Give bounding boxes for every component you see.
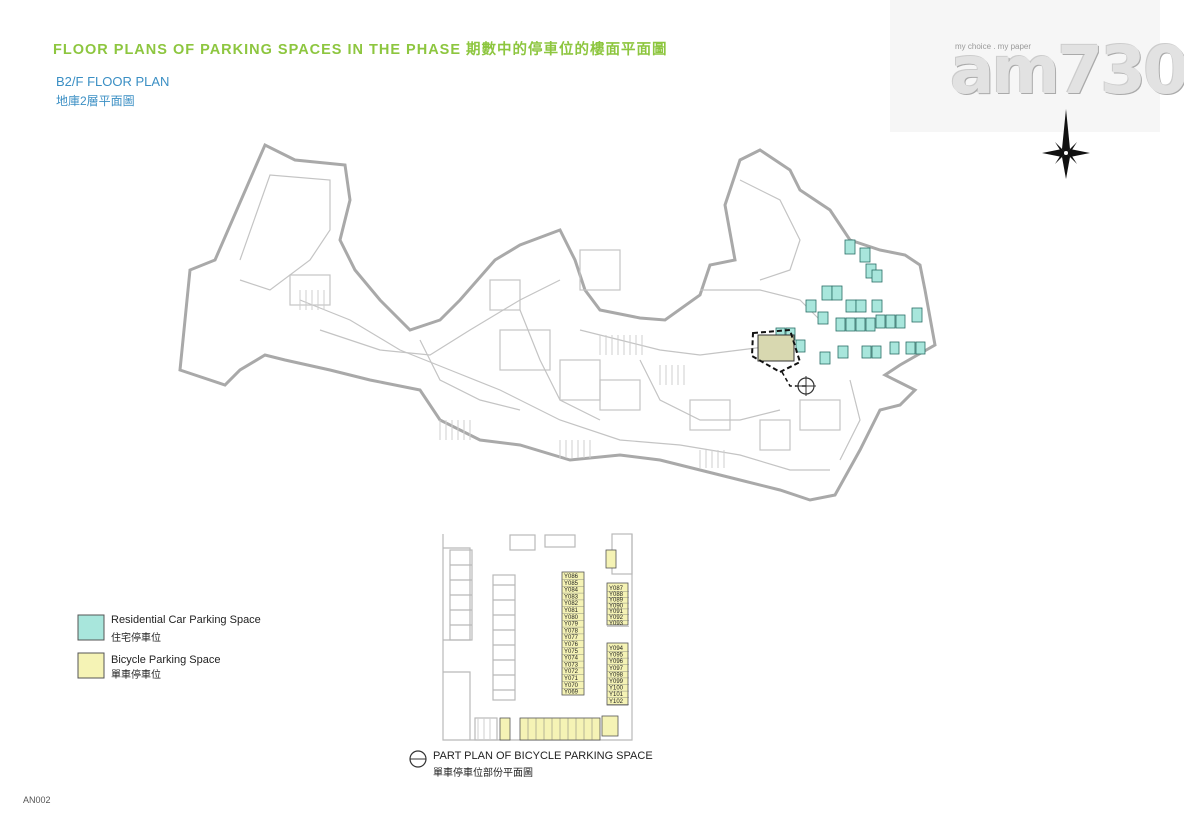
- part-plan-caption-zh: 單車停車位部份平面圖: [433, 768, 533, 779]
- bicycle-space-label: Y087: [609, 586, 624, 592]
- bicycle-space-label: Y076: [564, 642, 579, 648]
- page-title: FLOOR PLANS OF PARKING SPACES IN THE PHA…: [53, 42, 668, 58]
- legend-bicycle-label: Bicycle Parking Space: [111, 654, 221, 666]
- bicycle-space-label: Y094: [609, 646, 624, 652]
- bicycle-space-label: Y102: [609, 699, 624, 705]
- legend-swatch-bicycle: [77, 652, 105, 679]
- floor-plan-label-zh: 地庫2層平面圖: [56, 94, 135, 108]
- bicycle-space-label: Y083: [564, 594, 579, 600]
- logo-tagline: my choice . my paper: [955, 42, 1032, 51]
- bicycle-space-label: Y090: [609, 603, 624, 609]
- bicycle-space-label: Y084: [564, 588, 579, 594]
- bicycle-space-label: Y072: [564, 669, 579, 675]
- bicycle-space-label: Y086: [564, 574, 579, 580]
- bicycle-space-label: Y101: [609, 692, 624, 698]
- bicycle-area-marker: [750, 328, 806, 387]
- legend-bicycle-label-zh: 單車停車位: [111, 670, 161, 681]
- bicycle-labels-col1: Y086Y085Y084Y083Y082Y081Y080Y079Y078Y077…: [562, 574, 584, 696]
- bicycle-space-label: Y091: [609, 609, 624, 615]
- legend-swatch-residential: [77, 614, 105, 641]
- bicycle-space-label: Y075: [564, 649, 579, 655]
- bicycle-space-label: Y093: [609, 621, 624, 627]
- legend-residential-label: Residential Car Parking Space: [111, 614, 261, 626]
- residential-parking-spaces: [775, 239, 926, 365]
- bicycle-space-label: Y079: [564, 622, 579, 628]
- bicycle-space-lines: [527, 718, 593, 740]
- bicycle-space-label: Y070: [564, 683, 579, 689]
- bicycle-space-label: Y073: [564, 662, 579, 668]
- logo-text: am730: [950, 32, 1184, 109]
- part-plan-hatching: [477, 718, 491, 740]
- internal-structure: [239, 174, 861, 471]
- bicycle-space-label: Y095: [609, 653, 624, 659]
- bicycle-space-label: Y069: [564, 690, 579, 696]
- bicycle-space-label: Y088: [609, 592, 624, 598]
- bicycle-space-label: Y078: [564, 628, 579, 634]
- bicycle-space-label: Y081: [564, 608, 579, 614]
- bicycle-space-label: Y071: [564, 676, 579, 682]
- floor-plan-label: B2/F FLOOR PLAN: [56, 74, 170, 89]
- bicycle-space-label: Y085: [564, 581, 579, 587]
- bicycle-space-label: Y074: [564, 656, 579, 662]
- bicycle-space-label: Y077: [564, 635, 579, 641]
- section-marker-icon: [409, 750, 427, 768]
- parking-stall-hatching: [299, 290, 725, 468]
- part-plan-caption: PART PLAN OF BICYCLE PARKING SPACE: [433, 750, 653, 762]
- bicycle-space-label: Y096: [609, 659, 624, 665]
- bicycle-space-label: Y097: [609, 666, 624, 672]
- drawing-code: AN002: [23, 795, 51, 805]
- bicycle-space-label: Y098: [609, 672, 624, 678]
- section-marker-icon: [796, 376, 816, 396]
- legend-residential-label-zh: 住宅停車位: [111, 633, 161, 644]
- bicycle-space-label: Y099: [609, 679, 624, 685]
- bicycle-space-label: Y080: [564, 615, 579, 621]
- bicycle-space-label: Y082: [564, 601, 579, 607]
- bicycle-space-label: Y100: [609, 686, 624, 692]
- bicycle-space-label: Y089: [609, 598, 624, 604]
- bicycle-space-label: Y092: [609, 615, 624, 621]
- logo-panel: [890, 0, 1160, 132]
- part-plan-drawing: [442, 533, 633, 741]
- north-arrow-icon: [1042, 109, 1090, 179]
